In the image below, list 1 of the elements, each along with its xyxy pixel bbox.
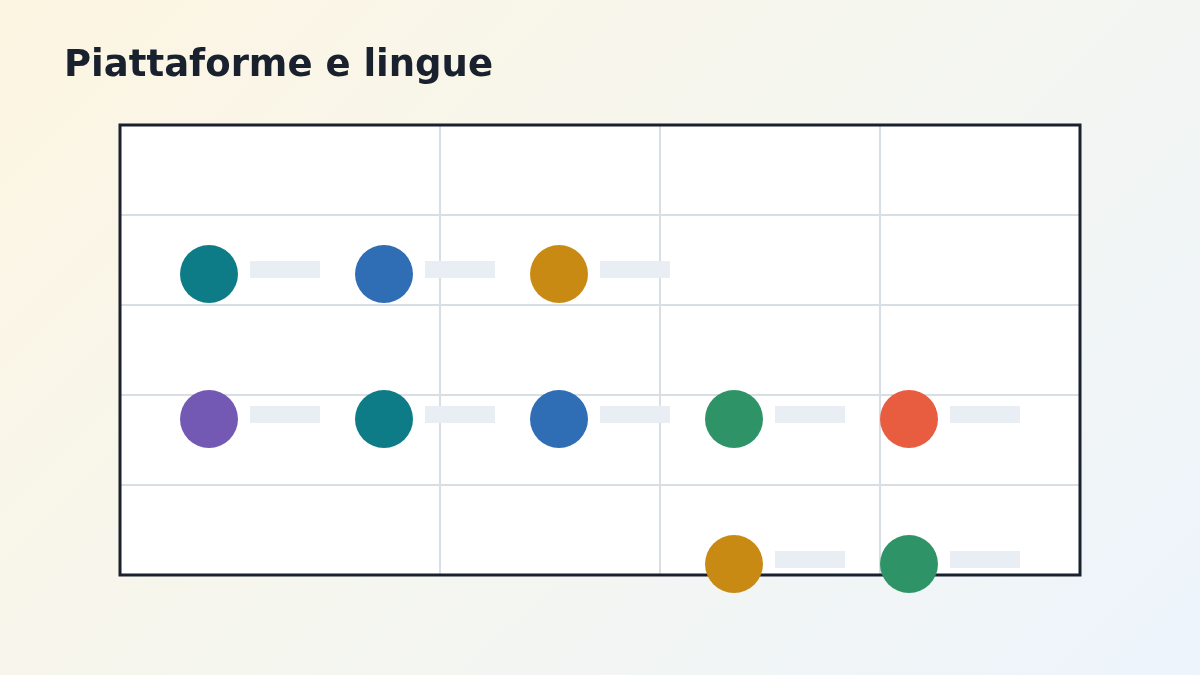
diagram-title: Piattaforme e lingue [64,42,493,85]
